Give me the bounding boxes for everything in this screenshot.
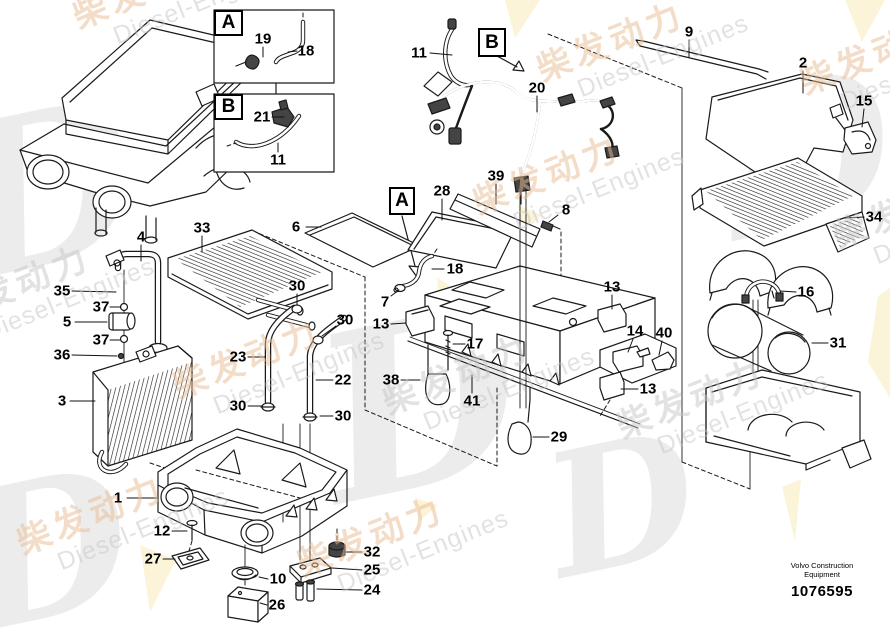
part-strip-9 xyxy=(635,39,769,80)
leader-line-14 xyxy=(627,338,634,353)
part-filter-34 xyxy=(691,157,870,253)
marker-label-a: A xyxy=(389,187,415,215)
part-hose-11 xyxy=(443,18,472,88)
leader-lines xyxy=(69,39,865,606)
part-panel-39 xyxy=(449,193,541,248)
part-knob-15 xyxy=(829,103,877,155)
part-strap-16 xyxy=(741,279,784,304)
footer: Volvo Construction Equipment 1076595 xyxy=(768,561,876,600)
brand-line-2: Equipment xyxy=(804,570,840,580)
part-pipe-18 xyxy=(393,248,438,293)
leader-line-16 xyxy=(779,290,797,293)
inset-label-a: A xyxy=(214,10,243,36)
part-cap-32 xyxy=(328,527,346,558)
part-flap-29 xyxy=(507,387,532,455)
part-number: 1076595 xyxy=(791,582,853,600)
part-screw-17 xyxy=(442,329,454,371)
leader-line-15 xyxy=(861,108,865,128)
part-saddle-covers xyxy=(709,250,834,316)
leader-line-25 xyxy=(331,567,363,571)
part-bracket-25 xyxy=(289,557,332,584)
leader-line-8 xyxy=(548,214,559,223)
part-cover-2 xyxy=(705,73,854,175)
part-bracket-38 xyxy=(425,344,451,406)
part-blower-31 xyxy=(707,299,811,413)
leader-line-24 xyxy=(316,588,363,591)
part-tray-1 xyxy=(157,423,348,561)
part-screw-12 xyxy=(186,519,198,552)
leader-line-11 xyxy=(429,52,453,56)
leader-line-36 xyxy=(71,354,118,357)
assembled-unit-drawing xyxy=(19,19,277,244)
part-actuators-13-14-40 xyxy=(405,303,675,417)
part-evaporator-3 xyxy=(92,345,193,475)
part-valve-5 xyxy=(108,269,136,369)
leader-line-34 xyxy=(844,216,865,219)
part-pipe-4 xyxy=(105,249,168,354)
leader-line-35 xyxy=(71,290,117,293)
marker-arrow-b xyxy=(496,55,525,72)
leader-line-13 xyxy=(390,322,407,325)
leader-line-40 xyxy=(658,340,663,356)
leader-line-30 xyxy=(321,325,337,337)
part-block-26 xyxy=(227,586,269,623)
part-pins-24 xyxy=(294,579,316,602)
part-harness-20 xyxy=(423,71,620,205)
marker-label-b: B xyxy=(478,28,506,57)
part-main-housing xyxy=(424,187,677,409)
part-console-box xyxy=(705,369,872,471)
leader-line-7 xyxy=(390,289,400,297)
part-heater-core-33 xyxy=(167,229,333,331)
brand-line-1: Volvo Construction xyxy=(790,561,854,570)
part-grommet-10 xyxy=(231,544,259,591)
leader-line-10 xyxy=(258,576,269,580)
part-pad-27 xyxy=(171,547,210,570)
part-hoses-23-22 xyxy=(260,304,348,422)
leader-line-18 xyxy=(287,50,298,53)
part-screw-8 xyxy=(540,220,561,232)
inset-label-b: B xyxy=(214,94,243,120)
leader-line-26 xyxy=(259,602,268,606)
